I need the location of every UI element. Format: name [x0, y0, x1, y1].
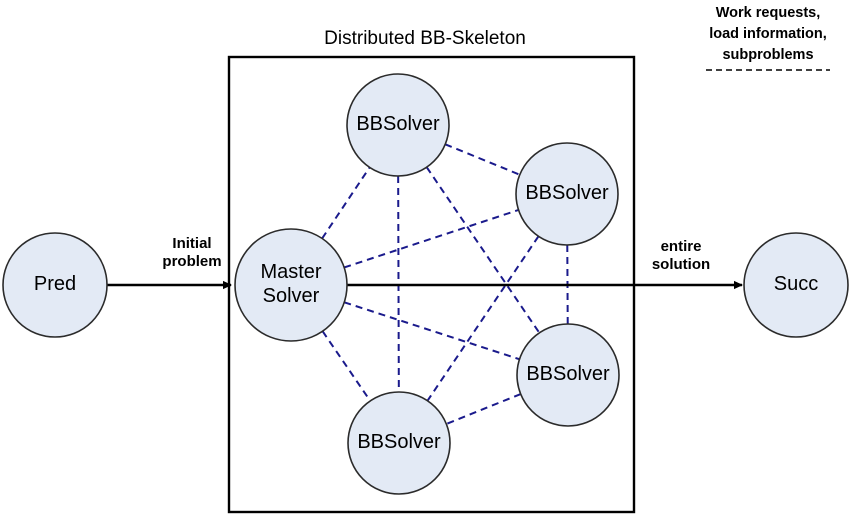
node-circle-bb-right-bot	[516, 323, 620, 427]
node-bb-top[interactable]: BBSolver	[346, 73, 450, 177]
solver-link-master-to-bb-bottom	[321, 330, 372, 402]
node-label-succ: Succ	[774, 273, 818, 295]
node-circle-bb-right-top	[515, 142, 619, 246]
node-circle-bb-top	[346, 73, 450, 177]
node-label-pred: Pred	[34, 273, 76, 295]
node-label-bb-bottom: BBSolver	[357, 431, 441, 453]
solver-link-master-to-bb-top	[321, 166, 371, 240]
node-succ[interactable]: Succ	[743, 232, 849, 338]
node-label-bb-top: BBSolver	[356, 113, 440, 135]
solver-link-group	[321, 143, 569, 425]
node-circle-succ	[743, 232, 849, 338]
node-circle-master	[234, 228, 348, 342]
node-pred[interactable]: Pred	[2, 232, 108, 338]
node-circle-bb-bottom	[347, 391, 451, 495]
solver-link-master-to-bb-right-top	[343, 209, 519, 269]
node-bb-right-bot[interactable]: BBSolver	[516, 323, 620, 427]
node-bb-bottom[interactable]: BBSolver	[347, 391, 451, 495]
node-circle-pred	[2, 232, 108, 338]
diagram-title: Distributed BB-Skeleton	[324, 28, 526, 49]
solver-link-bb-top-to-bb-right-bot	[425, 166, 541, 334]
node-bb-right-top[interactable]: BBSolver	[515, 142, 619, 246]
solver-link-master-to-bb-right-bot	[343, 301, 520, 361]
solver-link-bb-right-bot-to-bb-bottom	[445, 393, 522, 425]
solver-link-bb-right-top-to-bb-bottom	[426, 235, 540, 402]
solver-link-bb-top-to-bb-right-top	[444, 143, 521, 176]
legend-label: Work requests,load information,subproble…	[709, 5, 827, 63]
node-label-bb-right-bot: BBSolver	[526, 363, 610, 385]
node-label-bb-right-top: BBSolver	[525, 182, 609, 204]
